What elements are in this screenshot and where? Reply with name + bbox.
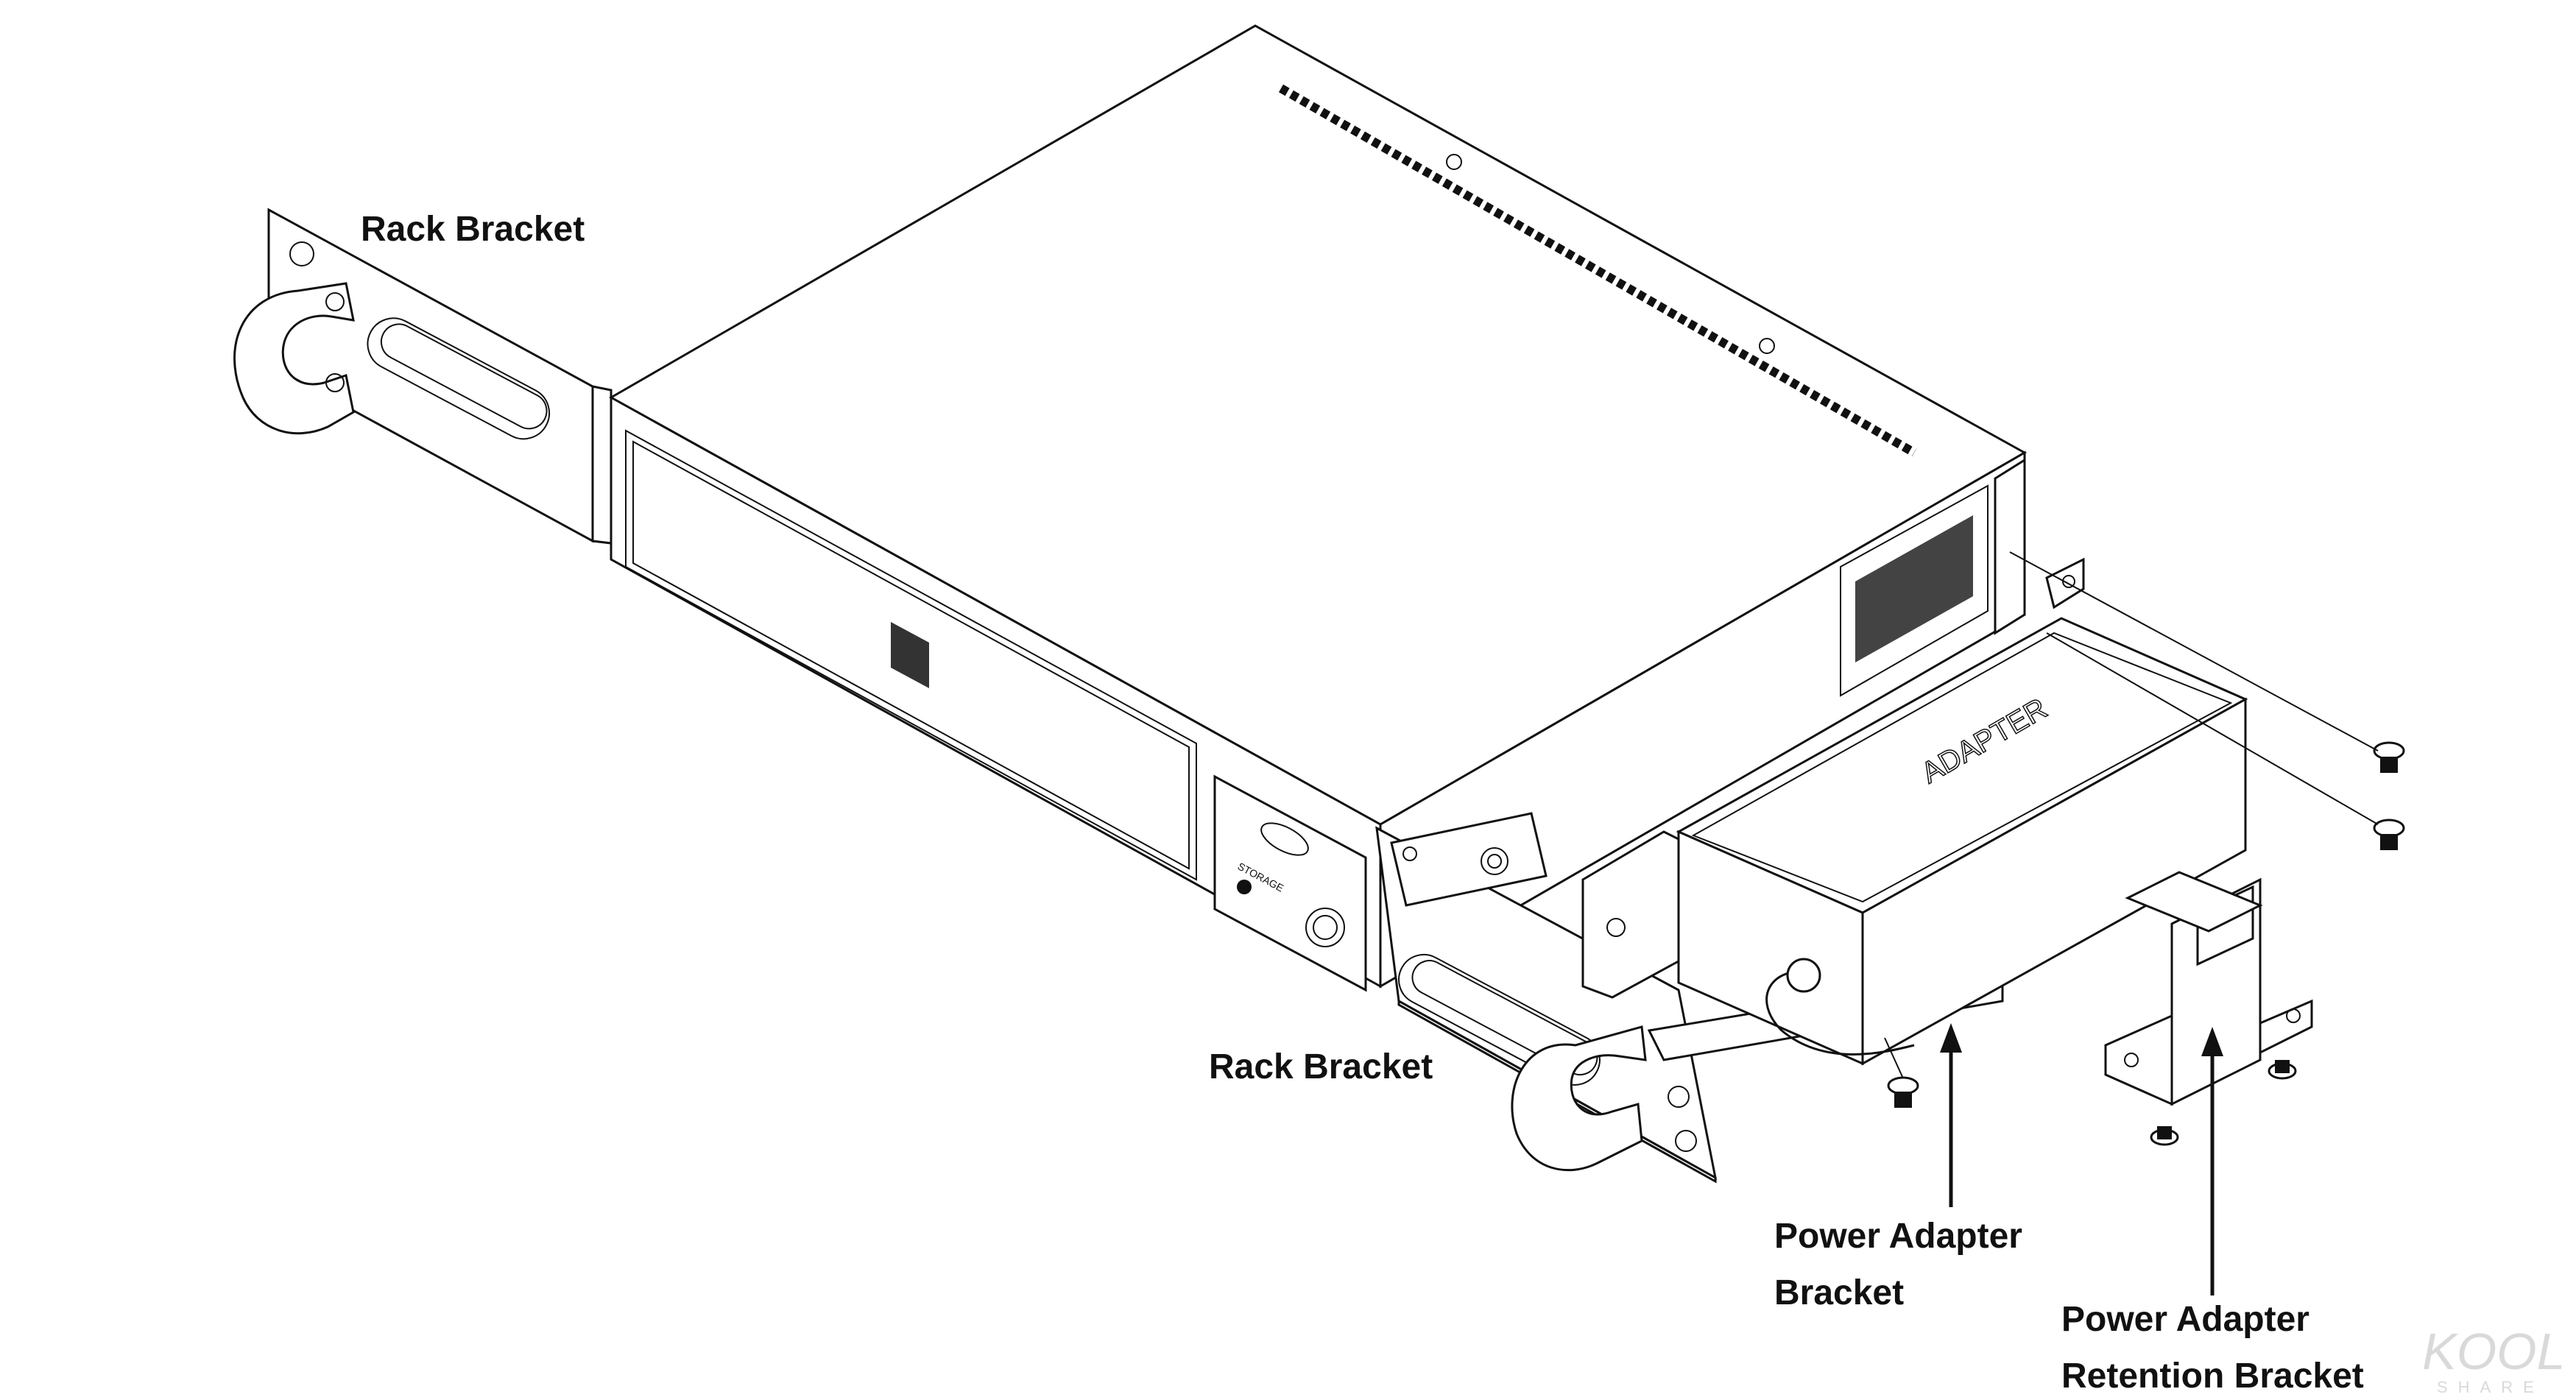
watermark-sub: SHARE bbox=[2437, 1378, 2544, 1396]
screw-icon bbox=[2268, 1060, 2297, 1080]
watermark-logo: KOOL SHARE bbox=[2422, 1323, 2566, 1396]
rear-vent-grille bbox=[1840, 484, 1989, 697]
screws bbox=[1884, 551, 2405, 1146]
screw-icon bbox=[2150, 1126, 2179, 1146]
rack-bracket-front bbox=[1375, 812, 1718, 1184]
power-adapter-retention-bracket bbox=[2104, 871, 2313, 1106]
watermark-brand: KOOL bbox=[2422, 1323, 2566, 1380]
front-control-panel: STORAGE bbox=[1213, 774, 1367, 992]
screw-icon bbox=[2373, 819, 2405, 850]
label-rack-bracket-front: Rack Bracket bbox=[1209, 1047, 1433, 1086]
indicator-led-icon bbox=[1237, 880, 1252, 894]
screw-icon bbox=[1887, 1076, 1919, 1108]
label-power-adapter-bracket-line1: Power Adapter bbox=[1774, 1217, 2022, 1256]
label-retention-bracket-line1: Power Adapter bbox=[2061, 1300, 2309, 1339]
callout-arrows bbox=[1940, 1023, 2223, 1295]
label-power-adapter-bracket-line2: Bracket bbox=[1774, 1273, 1904, 1312]
front-vent-grille bbox=[891, 622, 929, 688]
power-button-icon bbox=[1305, 908, 1345, 947]
label-rack-bracket-left: Rack Bracket bbox=[361, 210, 585, 249]
power-adapter: ADAPTER bbox=[1676, 617, 2248, 1066]
screw-icon bbox=[2373, 741, 2405, 773]
rack-bracket-left bbox=[233, 208, 613, 545]
top-vent-row bbox=[1279, 84, 1916, 457]
label-retention-bracket-line2: Retention Bracket bbox=[2061, 1357, 2364, 1396]
